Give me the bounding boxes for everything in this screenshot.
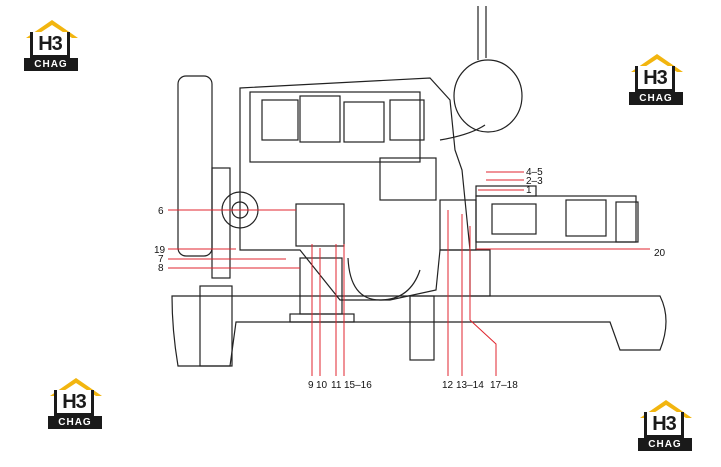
logo-mark: H3 bbox=[644, 412, 684, 438]
brand-logo: H3 CHAG bbox=[22, 18, 82, 72]
pump-regulator bbox=[615, 201, 639, 243]
logo-text: CHAG bbox=[24, 58, 78, 71]
pump-front bbox=[491, 203, 537, 235]
exhaust-pipe bbox=[477, 6, 487, 60]
sump bbox=[347, 257, 421, 301]
callout-12: 12 bbox=[442, 380, 454, 391]
turbo-housing bbox=[343, 101, 385, 143]
logo-text: CHAG bbox=[629, 92, 683, 105]
callout-4-5: 4–5 bbox=[526, 167, 543, 178]
base-frame bbox=[171, 295, 667, 367]
callout-19: 19 bbox=[154, 245, 166, 256]
callout-17-18: 17–18 bbox=[490, 380, 518, 391]
logo-mark: H3 bbox=[30, 32, 70, 58]
leader-lines bbox=[168, 171, 650, 376]
brand-logo: H3 CHAG bbox=[46, 376, 106, 430]
pump-support bbox=[469, 249, 491, 297]
callout-7: 7 bbox=[158, 254, 164, 265]
callout-13-14: 13–14 bbox=[456, 380, 484, 391]
intake-manifold bbox=[261, 99, 299, 141]
radiator-bracket bbox=[211, 167, 231, 279]
callout-2-3: 2–3 bbox=[526, 176, 543, 187]
cylinder-head bbox=[249, 91, 421, 163]
engine-outline bbox=[171, 6, 667, 367]
callouts: 4–5 2–3 1 6 19 7 8 20 9 10 11 15–16 12 1… bbox=[154, 167, 666, 391]
callout-11: 11 bbox=[331, 380, 342, 391]
radiator bbox=[177, 75, 213, 257]
callout-20: 20 bbox=[654, 248, 666, 259]
callout-1: 1 bbox=[526, 185, 532, 196]
oil-pan-flange bbox=[289, 313, 355, 323]
pump-bracket bbox=[475, 185, 537, 197]
injector-block bbox=[299, 95, 341, 143]
callout-8: 8 bbox=[158, 263, 164, 274]
callout-15-16: 15–16 bbox=[344, 380, 372, 391]
brand-logo: H3 CHAG bbox=[627, 52, 687, 106]
rear-mount bbox=[409, 295, 435, 361]
callout-10: 10 bbox=[316, 380, 328, 391]
front-mount bbox=[199, 285, 233, 367]
brand-logo: H3 CHAG bbox=[636, 398, 696, 452]
pump-rear bbox=[565, 199, 607, 237]
muffler bbox=[453, 59, 523, 133]
hydraulic-pump bbox=[475, 195, 637, 243]
callout-6: 6 bbox=[158, 206, 164, 217]
leader-17-18 bbox=[469, 226, 497, 376]
oil-filter-mount bbox=[295, 203, 345, 247]
logo-text: CHAG bbox=[638, 438, 692, 451]
logo-mark: H3 bbox=[635, 66, 675, 92]
valve-cover bbox=[389, 99, 425, 141]
logo-text: CHAG bbox=[48, 416, 102, 429]
flywheel-housing bbox=[439, 199, 477, 251]
callout-9: 9 bbox=[308, 380, 314, 391]
logo-mark: H3 bbox=[54, 390, 94, 416]
exhaust-elbow bbox=[439, 124, 486, 141]
intercooler-core bbox=[379, 157, 437, 201]
